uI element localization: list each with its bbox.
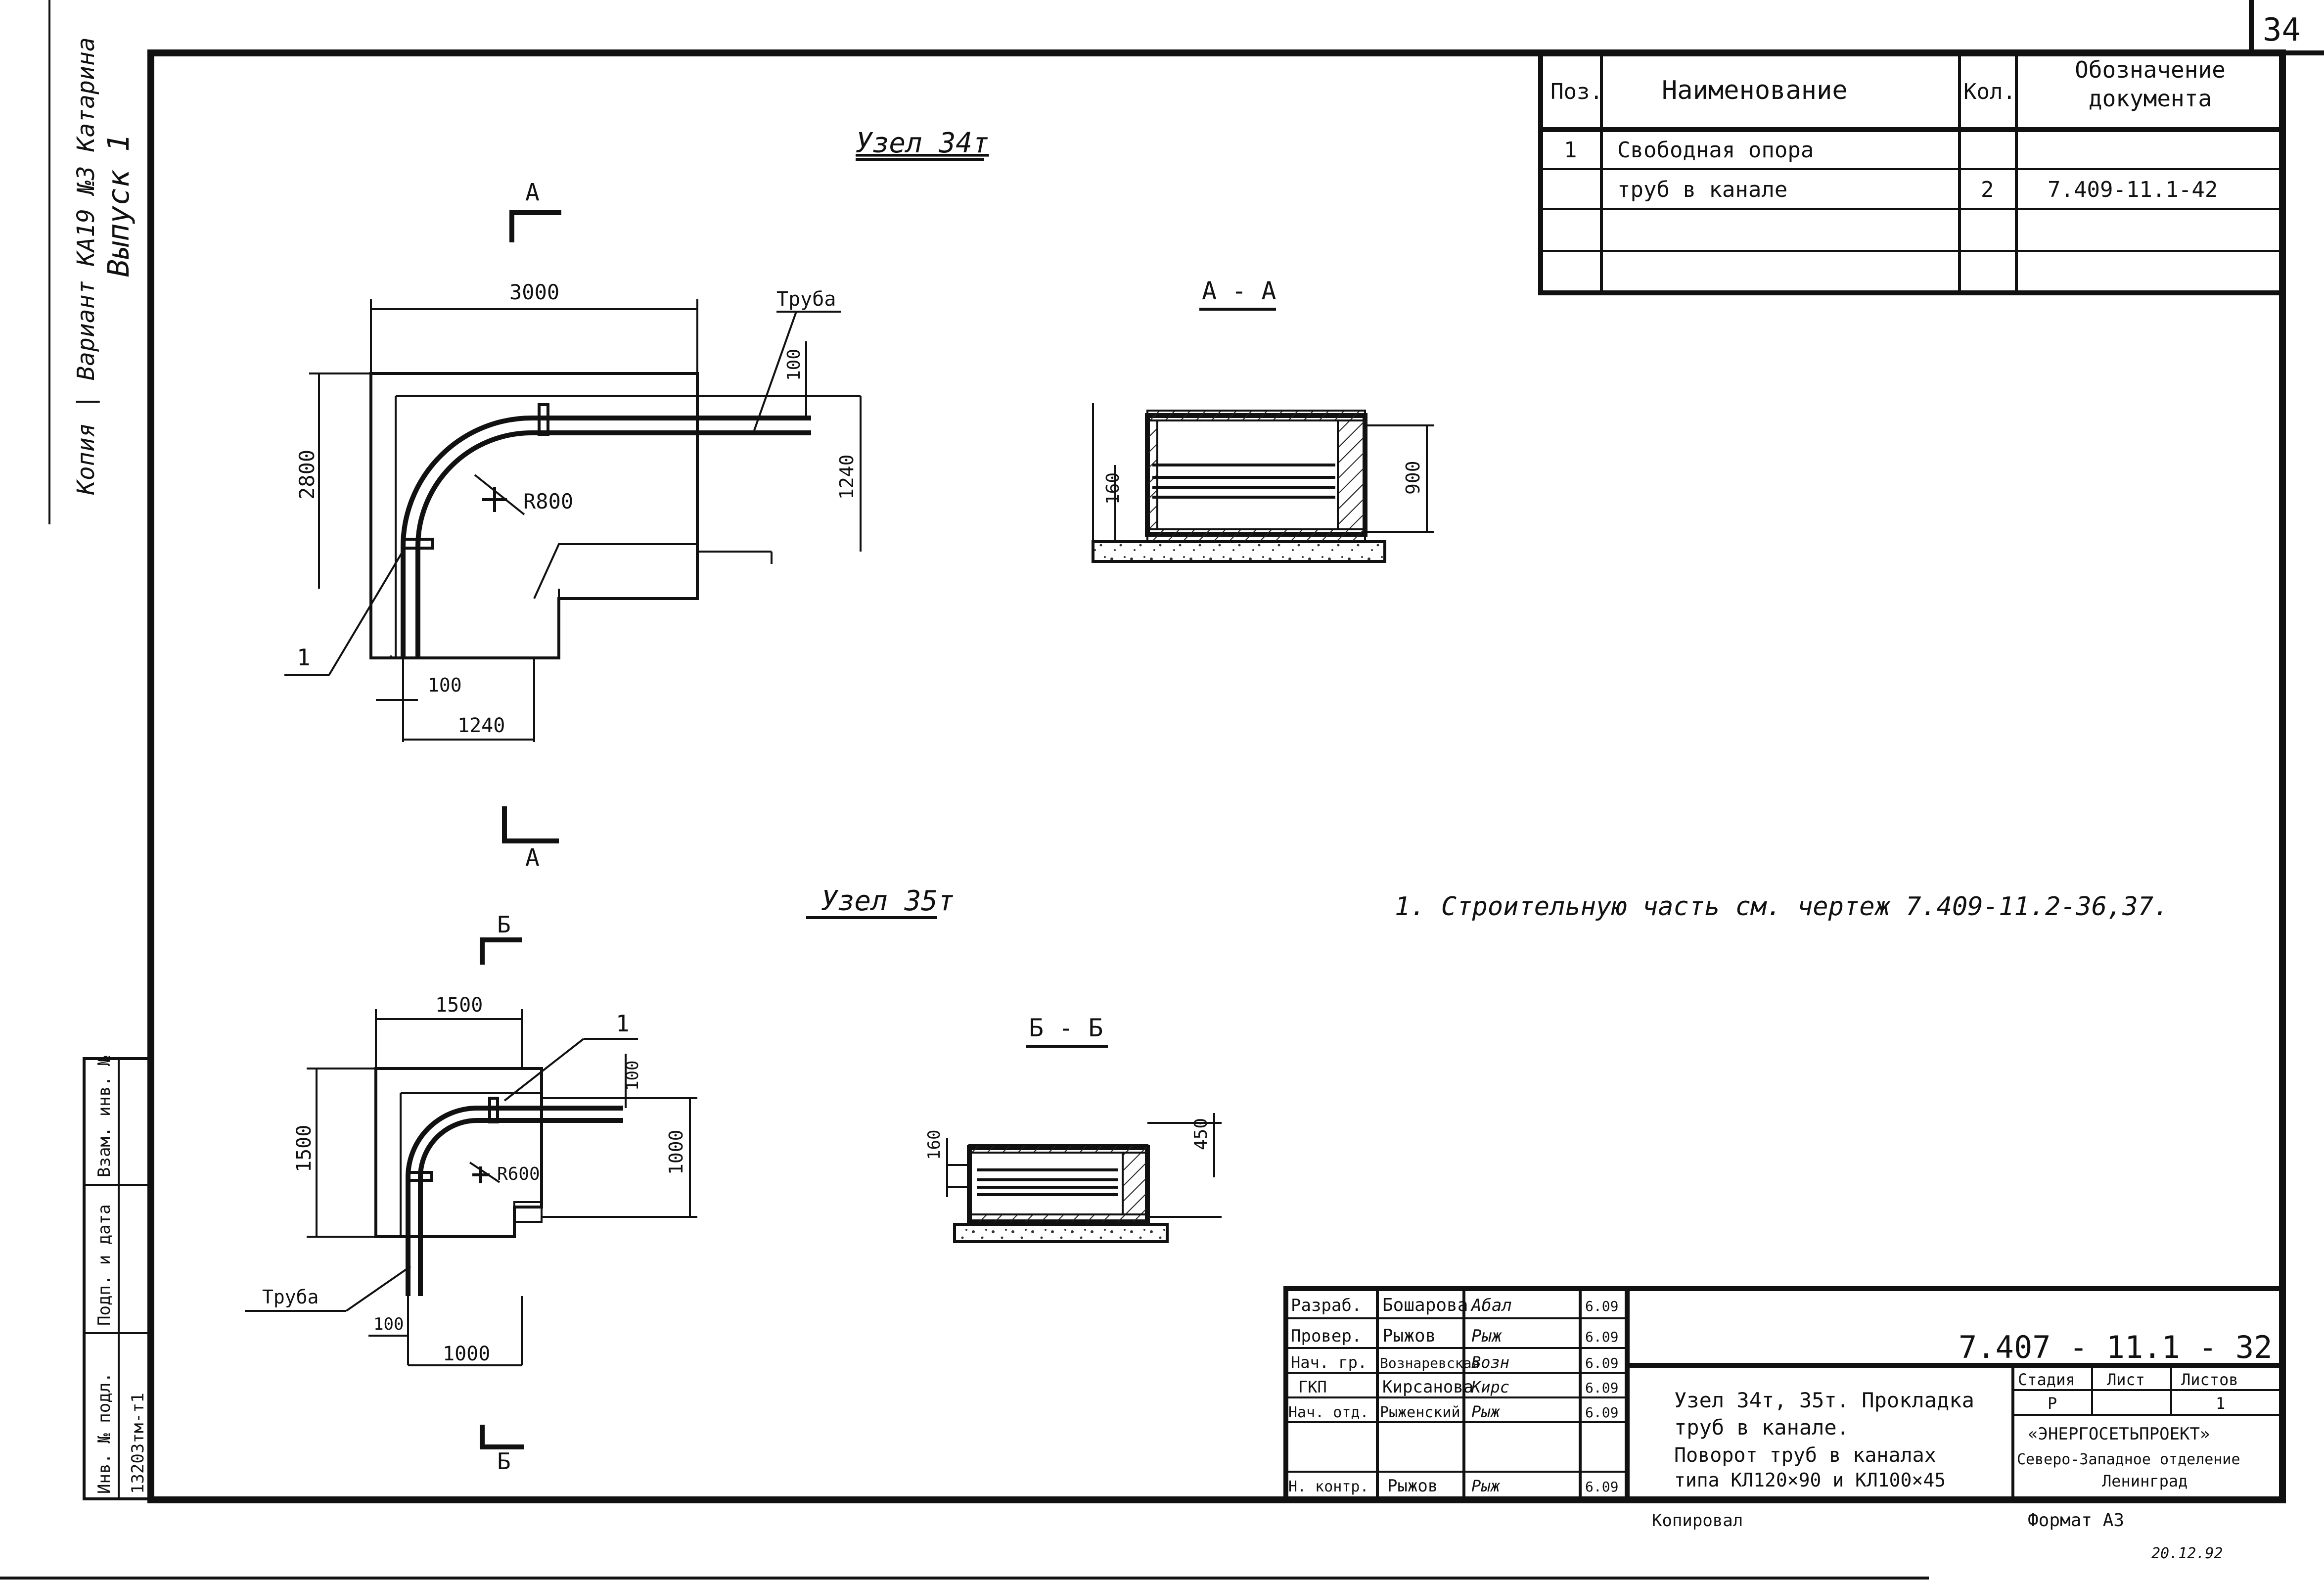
tb-desc-1: Узел 34т, 35т. Прокладка (1674, 1388, 1974, 1412)
node35-dim-bottom-inner: 100 (373, 1314, 404, 1334)
spec-header-doc: Обозначение документа (2075, 56, 2226, 112)
node34-dim-right: 1240 (836, 454, 858, 500)
tb-date-5: 6.09 (1585, 1404, 1618, 1421)
tb-desc-3: Поворот труб в каналах (1674, 1444, 1936, 1467)
node34-dim-pipe: 100 (784, 349, 804, 381)
spec-row2-doc: 7.409-11.1-42 (2048, 177, 2218, 202)
stamp-inv-value: 13203тм-т1 (128, 1393, 148, 1494)
tb-role-4: ГКП (1298, 1378, 1327, 1396)
section-aa-title: А - А (1202, 277, 1276, 305)
margin-issue: Выпуск 1 (101, 134, 136, 277)
sheet-number-box: 34 (2249, 0, 2324, 55)
spec-header-qty: Кол. (1963, 79, 2016, 104)
node35-title: Узел 35т (821, 885, 955, 917)
node34-callout: 1 (297, 644, 311, 671)
tb-sign-2: Рыж (1471, 1326, 1502, 1346)
node35-dim-bottom: 1000 (443, 1343, 490, 1365)
tb-date-4: 6.09 (1585, 1380, 1618, 1396)
spec-header-pos: Поз. (1550, 79, 1603, 104)
spec-header-name: Наименование (1662, 76, 1848, 105)
section-bb-title: Б - Б (1029, 1014, 1103, 1042)
node34-dim-bottom: 1240 (457, 714, 505, 737)
tb-org-2: Северо-Западное отделение (2017, 1451, 2240, 1468)
tb-date-3: 6.09 (1585, 1355, 1618, 1371)
spec-table: Поз. Наименование Кол. Обозначение докум… (1538, 50, 2285, 295)
node-34-plan: Узел 34т А А R800 3000 (284, 127, 989, 872)
tb-format: Формат А3 (2028, 1510, 2124, 1531)
node34-dim-bottom-inner: 100 (428, 674, 462, 696)
node-35-plan: Узел 35т Б Б R600 1500 1500 (245, 885, 955, 1475)
node34-radius: R800 (523, 489, 573, 513)
node35-cut-bottom: Б (497, 1448, 511, 1475)
stamp-label-inv: Инв. № подл. (94, 1372, 114, 1494)
spec-row2-name: труб в канале (1617, 177, 1787, 202)
node34-dim-top: 3000 (509, 280, 559, 304)
tb-sign-4: Кирс (1471, 1378, 1509, 1396)
node35-dim-top: 1500 (435, 994, 483, 1017)
section-aa-dim-left: 160 (1103, 472, 1123, 505)
drawing-frame (0, 49, 2286, 1580)
node34-title: Узел 34т (856, 127, 989, 159)
stamp-label-sign: Подп. и дата (94, 1204, 114, 1326)
tb-role-3: Нач. гр. (1291, 1353, 1367, 1372)
tb-sign-5: Рыж (1471, 1402, 1501, 1421)
tb-role-1: Разраб. (1291, 1296, 1362, 1315)
sheet-number: 34 (2263, 12, 2301, 48)
spec-row1-pos: 1 (1564, 138, 1577, 163)
node35-dim-right: 1000 (665, 1129, 687, 1175)
spec-row2-qty: 2 (1981, 177, 1994, 202)
tb-role-6: Н. контр. (1288, 1478, 1369, 1495)
tb-name-1: Бошарова (1382, 1295, 1468, 1315)
node35-dim-pipe: 100 (623, 1061, 642, 1091)
spec-row1-name: Свободная опора (1617, 138, 1814, 163)
stamp-label-replace: Взам. инв. № (94, 1056, 114, 1177)
node34-cut-bottom: А (525, 844, 540, 872)
tb-org-1: «ЭНЕРГОСЕТЬПРОЕКТ» (2028, 1424, 2210, 1444)
tb-stage-value: Р (2048, 1394, 2057, 1413)
section-aa: А - А 160 900 (1092, 277, 1434, 563)
node34-dim-left: 2800 (295, 450, 319, 500)
tb-role-5: Нач. отд. (1288, 1404, 1369, 1421)
margin-notes: Копия | Вариант КА19 №3 Катарина Выпуск … (48, 0, 136, 524)
construction-note: 1. Строительную часть см. чертеж 7.409-1… (1395, 892, 2169, 922)
section-aa-dim-right: 900 (1402, 461, 1424, 495)
tb-sign-1: Абал (1470, 1296, 1512, 1315)
title-block: Разраб. Бошарова Абал 6.09 Провер. Рыжов… (1283, 1286, 2285, 1562)
tb-name-5: Рыженский (1380, 1404, 1460, 1421)
tb-date-1: 6.09 (1585, 1298, 1618, 1314)
tb-sheets-value: 1 (2216, 1394, 2225, 1413)
tb-stage-header: Стадия (2018, 1370, 2075, 1389)
margin-copy-line: Копия | Вариант КА19 №3 Катарина (72, 37, 100, 495)
node34-pipe-label: Труба (776, 288, 836, 311)
tb-stamp-note: 20.12.92 (2151, 1545, 2223, 1562)
tb-sign-6: Рыж (1471, 1477, 1501, 1495)
tb-name-4: Кирсанова (1382, 1377, 1473, 1397)
tb-sheets-header: Листов (2181, 1370, 2238, 1389)
tb-date-6: 6.09 (1585, 1479, 1618, 1495)
tb-role-2: Провер. (1291, 1326, 1362, 1346)
tb-sheet-header: Лист (2107, 1370, 2145, 1389)
node34-cut-top: А (525, 179, 540, 206)
section-bb-dim-right: 450 (1191, 1118, 1211, 1150)
tb-copied: Копировал (1652, 1511, 1743, 1531)
tb-name-6: Рыжов (1387, 1476, 1438, 1496)
tb-desc-2: труб в канале. (1674, 1415, 1849, 1440)
tb-desc-4: типа КЛ120×90 и КЛ100×45 (1674, 1469, 1946, 1491)
node35-callout: 1 (616, 1010, 630, 1037)
tb-name-2: Рыжов (1382, 1326, 1436, 1346)
left-stamp: Инв. № подл. Подп. и дата Взам. инв. № 1… (83, 1056, 152, 1500)
tb-org-3: Ленинград (2102, 1472, 2187, 1490)
tb-name-3: Вознаревская (1380, 1355, 1480, 1371)
section-bb-dim-left: 160 (924, 1130, 944, 1160)
tb-doc-code: 7.407 - 11.1 - 32 (1959, 1329, 2273, 1365)
node35-pipe-label: Труба (262, 1286, 319, 1308)
node35-dim-left: 1500 (293, 1125, 316, 1172)
tb-sign-3: Возн (1471, 1353, 1509, 1372)
tb-date-2: 6.09 (1585, 1329, 1618, 1345)
section-bb: Б - Б 160 450 (924, 1014, 1222, 1243)
node35-radius: R600 (497, 1164, 540, 1184)
node35-cut-top: Б (497, 911, 511, 938)
